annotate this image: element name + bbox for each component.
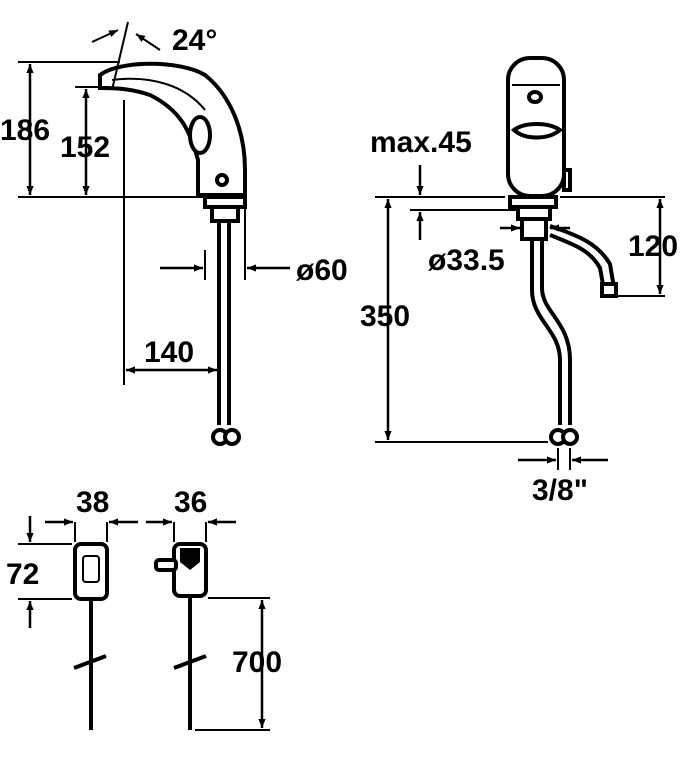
faucet-side-view <box>98 61 247 446</box>
faucet-front-view <box>506 56 618 446</box>
diameter-60-dimension: ø60 <box>160 254 348 287</box>
hose-350-label: 350 <box>360 300 410 333</box>
max-45-label: max.45 <box>370 126 472 159</box>
box1-extension-lines <box>18 522 108 600</box>
connection-3-8-dimension: 3/8" <box>518 456 608 507</box>
front-view-extension-lines <box>375 196 665 470</box>
height-72-dimension: 72 <box>6 516 39 628</box>
diameter-33-dimension: ø33.5 <box>428 224 570 277</box>
height-186-dimension: 186 <box>0 64 50 195</box>
connection-3-8-label: 3/8" <box>532 474 588 507</box>
diameter-60-label: ø60 <box>296 254 348 287</box>
side-view-extension-lines <box>18 61 246 385</box>
angle-dimension: 24° <box>91 21 217 91</box>
solenoid-box-2 <box>154 542 208 730</box>
width-38-dimension: 38 <box>45 486 138 526</box>
box2-extension-lines <box>173 522 270 731</box>
hose-350-dimension: 350 <box>360 199 410 440</box>
height-152-label: 152 <box>60 131 110 164</box>
angle-label: 24° <box>172 24 217 57</box>
width-36-dimension: 36 <box>146 486 236 526</box>
drop-120-label: 120 <box>628 230 678 263</box>
drop-120-dimension: 120 <box>628 199 678 294</box>
width-38-label: 38 <box>76 486 109 519</box>
sensor-box-1 <box>73 542 109 730</box>
cable-700-label: 700 <box>232 646 282 679</box>
diameter-33-label: ø33.5 <box>428 244 505 277</box>
width-36-label: 36 <box>174 486 207 519</box>
height-152-dimension: 152 <box>60 89 110 195</box>
height-72-label: 72 <box>6 558 39 591</box>
reach-140-label: 140 <box>144 336 194 369</box>
reach-140-dimension: 140 <box>126 336 217 374</box>
height-186-label: 186 <box>0 114 50 147</box>
max-45-dimension: max.45 <box>370 126 472 240</box>
cable-700-dimension: 700 <box>232 600 282 728</box>
